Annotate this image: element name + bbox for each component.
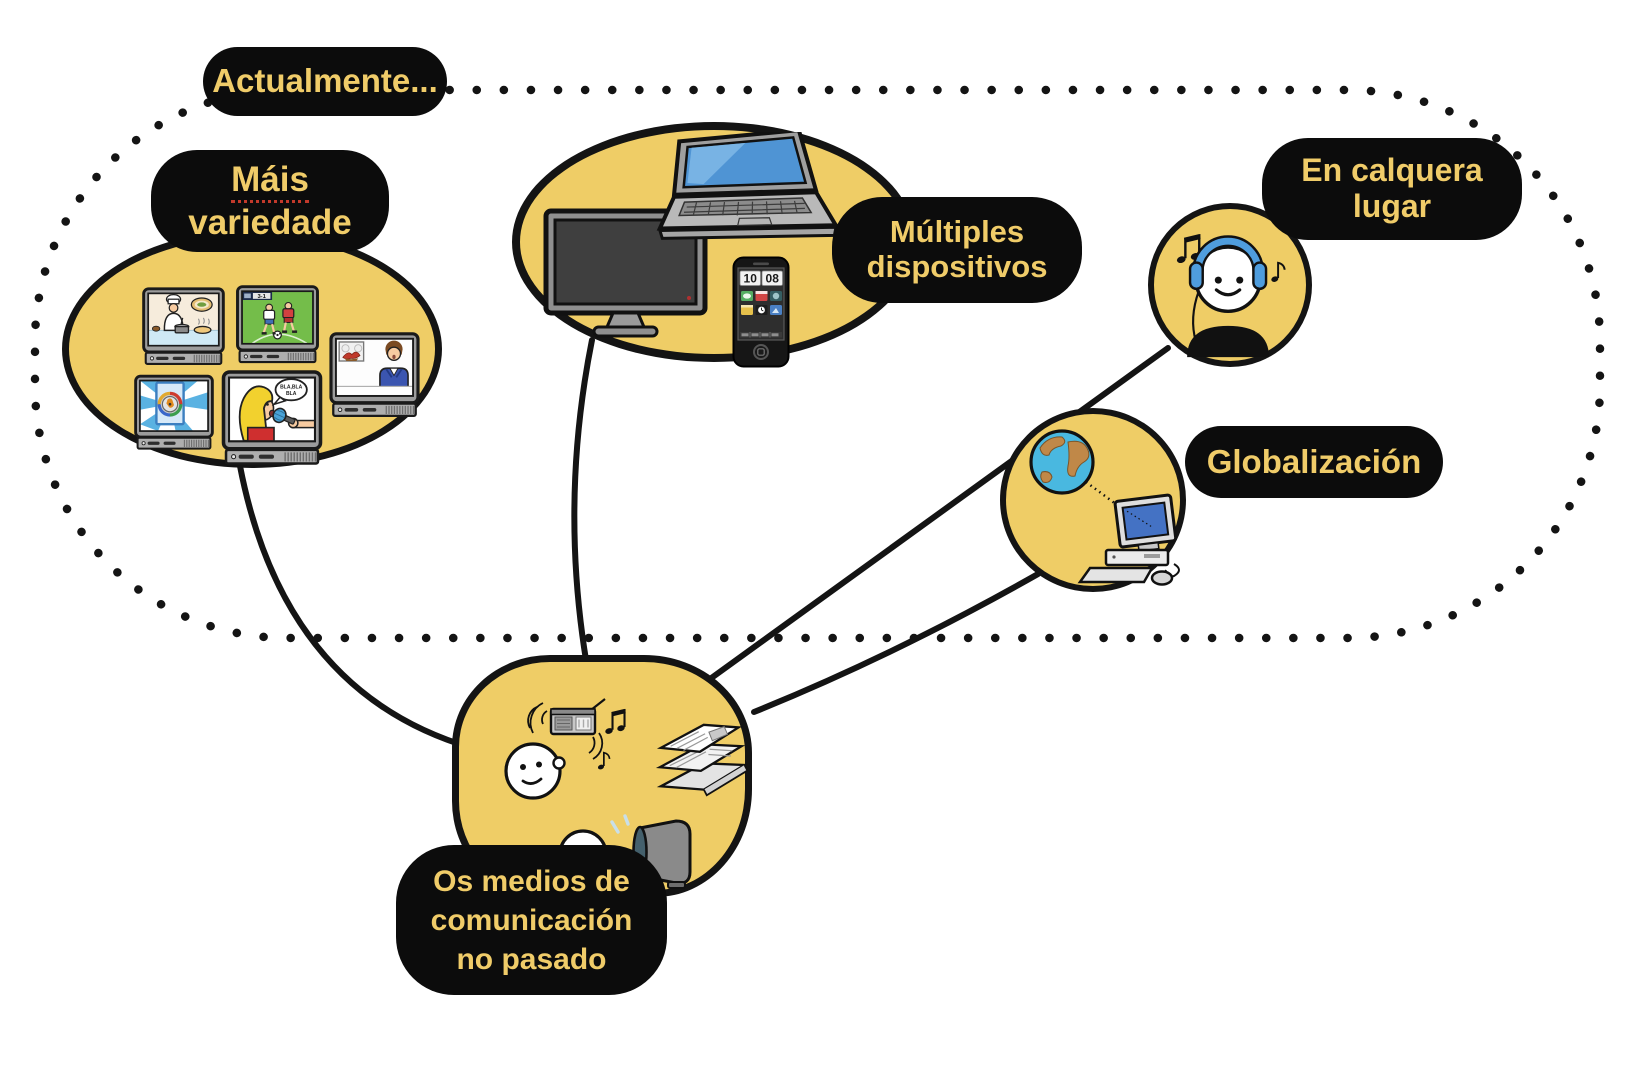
music-note-icon	[604, 710, 625, 735]
dispositivos-text-line1: Múltiples	[889, 214, 1025, 250]
music-note-icon	[596, 751, 611, 772]
news-anchor-tv-icon	[329, 332, 420, 418]
center-label: Os medios de comunicación no pasado	[396, 845, 667, 995]
calquera-text-line2: lugar	[1352, 188, 1432, 224]
football-match-tv-icon: 3-1	[236, 285, 319, 364]
smartphone-icon: 10 08	[732, 256, 790, 368]
link-center-dispositivos	[571, 337, 595, 663]
variedade-text-line2: variedade	[188, 203, 352, 242]
interview-tv-icon: BLA,BLA BLA	[221, 370, 323, 466]
variedade-bubble: 3-1	[62, 230, 442, 468]
dispositivos-label: Múltiples dispositivos	[832, 197, 1082, 303]
globalizacion-bubble	[1000, 408, 1186, 592]
cooking-show-tv-icon	[142, 287, 225, 366]
person-headphones-icon	[1152, 209, 1286, 358]
calquera-label: En calquera lugar	[1262, 138, 1522, 240]
desktop-computer-icon	[1077, 493, 1180, 586]
globe-computer-icon	[1029, 429, 1180, 586]
variedade-text-line1: Máis	[231, 160, 309, 203]
center-text-line3: no pasado	[456, 942, 607, 976]
link-center-variedade	[237, 463, 475, 751]
music-note-icon	[1269, 261, 1286, 284]
variedade-label: Máis variedade	[151, 150, 389, 252]
title-text: Actualmente...	[212, 62, 438, 100]
link-center-globalizacion	[751, 571, 1041, 715]
svg-text:10: 10	[744, 272, 758, 286]
globalizacion-text: Globalización	[1206, 442, 1422, 480]
title-label: Actualmente...	[203, 47, 447, 116]
cinema-tv-icon	[134, 374, 214, 451]
svg-text:BLA,BLA: BLA,BLA	[280, 385, 303, 391]
globalizacion-label: Globalización	[1185, 426, 1443, 498]
laptop-icon	[656, 132, 840, 240]
svg-text:BLA: BLA	[286, 391, 297, 397]
newspaper-stack-icon	[655, 723, 749, 797]
link-center-calquera	[689, 345, 1171, 695]
svg-text:08: 08	[766, 272, 780, 286]
calquera-text-line1: En calquera	[1301, 152, 1483, 189]
radio-icon	[549, 698, 606, 736]
calquera-bubble	[1148, 203, 1312, 367]
center-text-line2: comunicación	[430, 903, 633, 937]
dispositivos-text-line2: dispositivos	[866, 249, 1048, 284]
center-text-line1: Os medios de	[433, 864, 630, 898]
svg-text:3-1: 3-1	[257, 294, 266, 300]
radio-listener-icon	[504, 698, 639, 800]
